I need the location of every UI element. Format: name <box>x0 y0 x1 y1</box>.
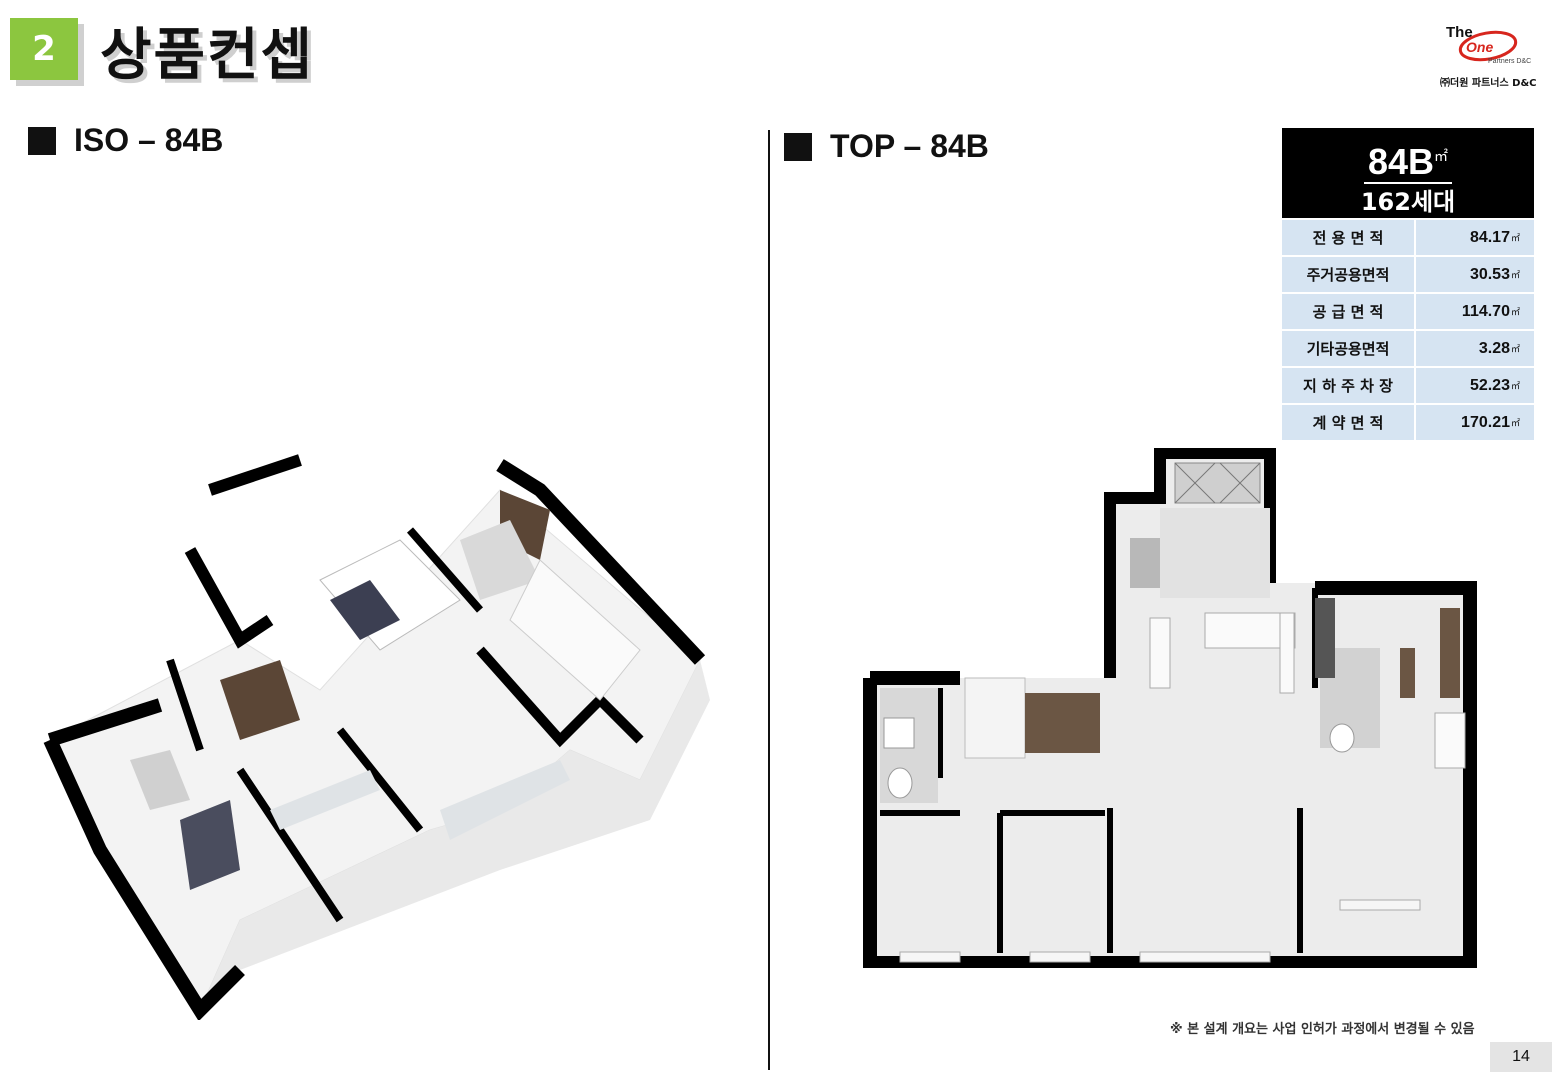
top-section-header: TOP – 84B <box>784 128 989 165</box>
square-bullet-icon <box>28 126 56 155</box>
page-number: 14 <box>1490 1042 1552 1072</box>
logo-partners: Partners D&C <box>1488 58 1532 65</box>
disclaimer-note: ※ 본 설계 개요는 사업 인허가 과정에서 변경될 수 있음 <box>1170 1022 1475 1037</box>
logo-one: One <box>1466 39 1494 55</box>
page-title: 상품컨셉 <box>100 23 315 88</box>
company-logo: The One Partners D&C ㈜더원 파트너스 D&C <box>1430 22 1550 92</box>
section-number-badge: 2 <box>10 18 78 80</box>
iso-section-header: ISO – 84B <box>28 122 223 159</box>
iso-section-label: ISO – 84B <box>74 122 224 158</box>
iso-floorplan-illustration <box>43 454 710 1020</box>
square-bullet-icon <box>784 132 812 161</box>
vertical-divider <box>768 130 770 1070</box>
logo-the: The <box>1446 24 1473 41</box>
household-count: 162세대 <box>1360 188 1456 216</box>
top-section-label: TOP – 84B <box>830 128 989 164</box>
unit-type: 84B㎡ <box>1363 136 1453 184</box>
logo-korean-name: ㈜더원 파트너스 D&C <box>1440 78 1537 89</box>
spec-header: 84B㎡ 162세대 <box>1282 128 1534 218</box>
top-floorplan <box>863 448 1477 968</box>
logo-swoosh-icon <box>1458 30 1518 62</box>
